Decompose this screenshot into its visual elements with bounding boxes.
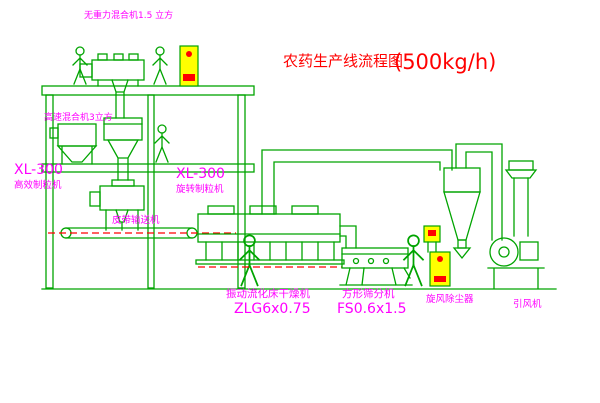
indicator-light [186, 51, 192, 57]
label-cyclone: 旋风除尘器 [426, 293, 474, 305]
rotary-granulator [89, 179, 145, 231]
person-figure [152, 46, 168, 85]
label-xl300-left: XL-300 [14, 162, 63, 178]
granulator-legs-and-chute [105, 209, 139, 231]
exhaust-duct-main [261, 149, 453, 215]
fan-base [487, 267, 545, 289]
fluid-bed-dryer [195, 205, 345, 265]
sieve-legs [339, 267, 413, 286]
control-cabinet-top [179, 45, 199, 87]
top-floor-beam [41, 85, 255, 96]
square-sieve [339, 247, 413, 286]
feed-hopper-machine [103, 117, 143, 181]
panel-marking [183, 74, 195, 81]
cyclone-cone [443, 191, 481, 241]
label-dryer-model: ZLG6x0.75 [234, 301, 311, 317]
fan-motor [519, 241, 539, 261]
control-cabinets-right [423, 225, 451, 287]
diagram-title: 农药生产线流程图 (500kg/h) [283, 50, 496, 74]
cyclone-separator [443, 143, 503, 260]
title-capacity: (500kg/h) [394, 50, 496, 74]
cyclone-outlet-duct [455, 143, 503, 241]
mixer-body [57, 123, 97, 147]
rain-cap [504, 169, 538, 179]
exhaust-stack [504, 160, 538, 237]
operators [72, 46, 424, 287]
conveyor-belt [65, 227, 193, 239]
label-dryer-name: 振动流化床干燥机 [226, 287, 310, 300]
granulator-body [99, 185, 145, 211]
induced-draft-fan [487, 237, 545, 289]
control-box-stand [427, 241, 437, 253]
spring-supports [205, 241, 335, 261]
label-gravity-mixer: 无重力混合机1.5 立方 [84, 9, 173, 21]
dryer-base [195, 259, 345, 265]
mixer-motor [79, 63, 93, 78]
granulator-inlet [111, 179, 135, 187]
cyclone-cylinder [443, 167, 481, 193]
label-fan: 引风机 [513, 298, 542, 310]
support-structure [41, 85, 557, 290]
indicator-light [437, 256, 443, 262]
mixer-legs-and-chute [97, 79, 139, 119]
left-column [45, 94, 54, 289]
person-figure [154, 124, 170, 163]
equipment-labels: 无重力混合机1.5 立方 高速混合机3立方 XL-300 高效制粒机 XL-30… [14, 9, 542, 317]
granulator-motor [89, 191, 101, 207]
panel-marking [434, 276, 446, 282]
mixer-cone [56, 145, 98, 165]
right-column [237, 94, 246, 289]
label-high-speed-mixer: 高速混合机3立方 [44, 111, 113, 123]
dryer-body [197, 213, 341, 243]
title-text: 农药生产线流程图 [283, 52, 403, 70]
label-xl300-right: XL-300 [176, 166, 225, 182]
dryer-discharge-chute [339, 225, 357, 249]
label-granulator-right: 旋转制粒机 [176, 183, 224, 195]
person-figure [403, 234, 424, 287]
gravity-mixer [79, 53, 145, 119]
panel-marking [428, 230, 436, 236]
stack-pipe [513, 177, 529, 237]
label-belt-conveyor: 皮带输送机 [112, 214, 160, 226]
label-granulator-left: 高效制粒机 [14, 179, 62, 191]
rain-cap-top [508, 160, 534, 171]
sieve-body [341, 247, 409, 269]
mixer-body [91, 59, 145, 81]
mixer-motor [49, 127, 59, 139]
fan-volute [489, 237, 519, 267]
label-sieve-model: FS0.6x1.5 [337, 301, 407, 317]
cyclone-discharge [452, 247, 472, 260]
middle-column [147, 94, 155, 289]
high-speed-mixer [49, 123, 98, 165]
label-sieve-name: 方形筛分机 [342, 287, 395, 300]
hopper-funnel [103, 123, 143, 181]
